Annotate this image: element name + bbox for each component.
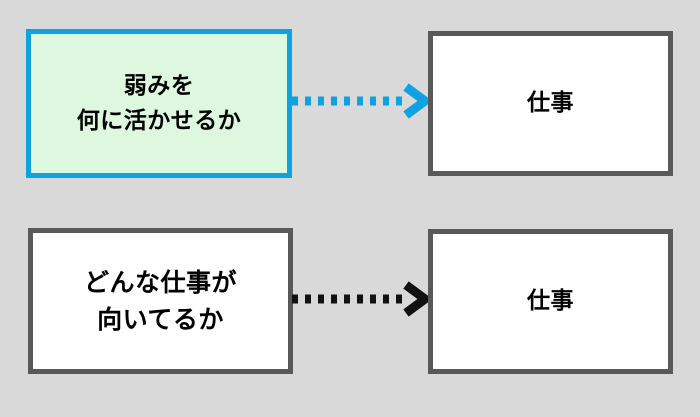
node-source-highlighted-line-2: 何に活かせるか xyxy=(76,107,242,134)
node-target-bottom[interactable]: 仕事 xyxy=(428,229,673,374)
node-source-plain-line-2: 向いてるか xyxy=(97,305,224,334)
node-source-highlighted-line-1: 弱みを xyxy=(123,73,195,100)
node-target-top-line-1: 仕事 xyxy=(527,90,574,117)
node-source-plain[interactable]: どんな仕事が 向いてるか xyxy=(28,228,293,374)
connector-top-dotted-arrow-icon xyxy=(292,80,433,122)
node-source-highlighted[interactable]: 弱みを 何に活かせるか xyxy=(26,29,292,178)
connector-bottom-dotted-arrow-icon xyxy=(292,278,433,320)
node-target-bottom-line-1: 仕事 xyxy=(527,288,574,315)
node-target-top[interactable]: 仕事 xyxy=(428,31,673,176)
node-source-plain-line-1: どんな仕事が xyxy=(83,268,237,297)
